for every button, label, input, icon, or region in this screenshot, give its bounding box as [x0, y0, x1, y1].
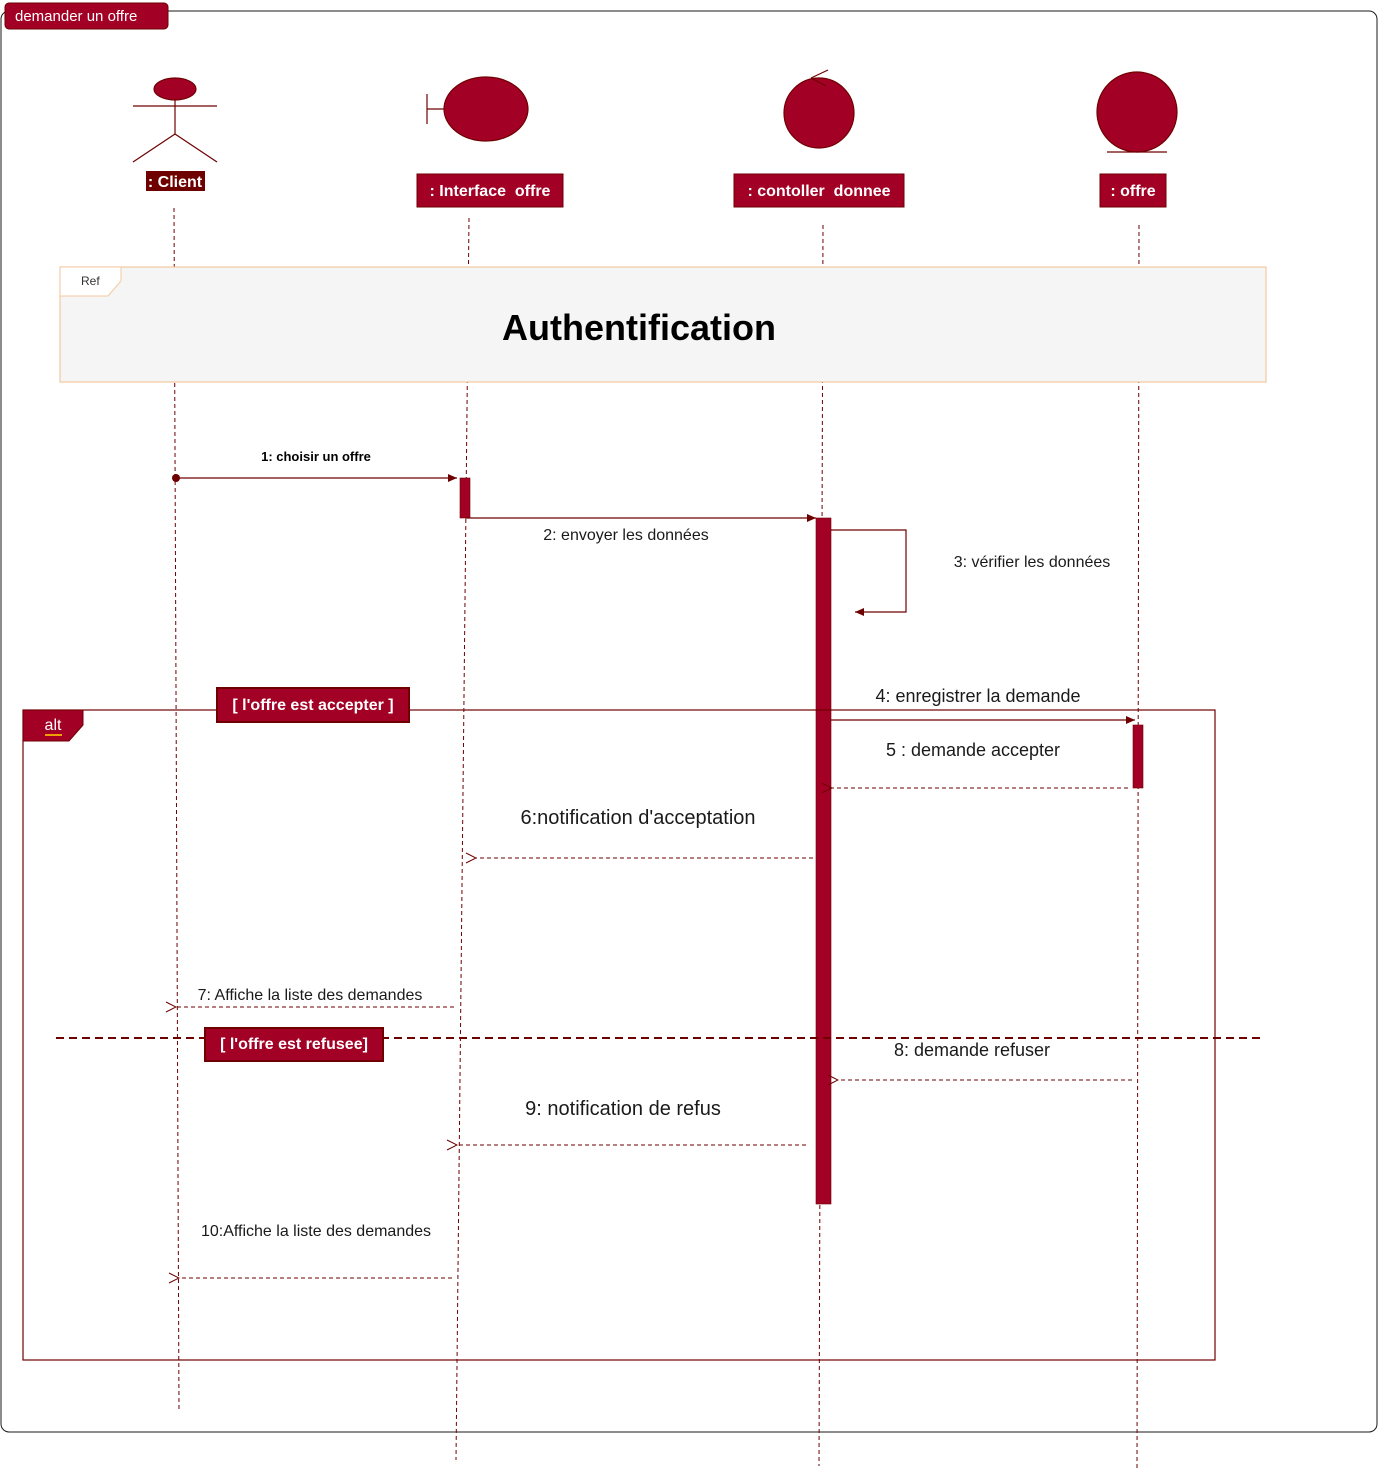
- boundary-icon[interactable]: [426, 76, 529, 142]
- lifeline-entity: [1136, 224, 1140, 1471]
- activation-interface: [459, 477, 471, 519]
- message-9-label: 9: notification de refus: [525, 1098, 721, 1120]
- alt-fragment[interactable]: alt: [22, 709, 1216, 1361]
- participant-entity-label: : offre: [1110, 183, 1155, 200]
- frame-title: demander un offre: [15, 8, 137, 25]
- alt-tag: alt: [45, 717, 62, 734]
- message-5-label: 5 : demande accepter: [886, 740, 1060, 760]
- message-7-label: 7: Affiche la liste des demandes: [198, 987, 423, 1004]
- ref-fragment[interactable]: Ref Authentification: [59, 266, 1267, 383]
- lifeline-controller: [818, 224, 824, 1467]
- message-6-label: 6:notification d'acceptation: [520, 807, 755, 829]
- participant-interface[interactable]: : Interface offre: [416, 173, 564, 208]
- message-3-label: 3: vérifier les données: [954, 554, 1111, 571]
- ref-tag: Ref: [81, 274, 100, 288]
- guard-refused-label: [ l'offre est refusee]: [220, 1036, 368, 1053]
- outer-frame: [0, 10, 1378, 1433]
- actor-icon[interactable]: [132, 77, 218, 163]
- ref-title: Authentification: [502, 307, 776, 348]
- message-1-label: 1: choisir un offre: [261, 449, 371, 464]
- lifeline-interface: [455, 217, 470, 1461]
- participant-entity[interactable]: : offre: [1099, 173, 1167, 208]
- guard-refused[interactable]: [ l'offre est refusee]: [204, 1027, 384, 1062]
- participant-client[interactable]: : Client: [146, 171, 205, 191]
- entity-icon[interactable]: [1096, 71, 1178, 153]
- control-icon[interactable]: [783, 69, 855, 149]
- message-4-label: 4: enregistrer la demande: [875, 686, 1080, 706]
- participant-controller[interactable]: : contoller donnee: [733, 173, 905, 208]
- frame-title-tab[interactable]: demander un offre: [4, 2, 169, 30]
- activation-controller: [815, 517, 832, 1205]
- participant-controller-label: : contoller donnee: [747, 183, 890, 200]
- message-10-label: 10:Affiche la liste des demandes: [201, 1223, 431, 1240]
- guard-accepted[interactable]: [ l'offre est accepter ]: [216, 687, 410, 723]
- participant-interface-label: : Interface offre: [430, 183, 551, 200]
- guard-accepted-label: [ l'offre est accepter ]: [232, 697, 393, 714]
- message-3-arrow[interactable]: [831, 529, 907, 616]
- participant-client-label: : Client: [148, 174, 203, 191]
- lifeline-client: [173, 207, 180, 1413]
- activation-entity: [1132, 724, 1144, 789]
- message-2-label: 2: envoyer les données: [543, 527, 708, 544]
- message-8-label: 8: demande refuser: [894, 1040, 1050, 1060]
